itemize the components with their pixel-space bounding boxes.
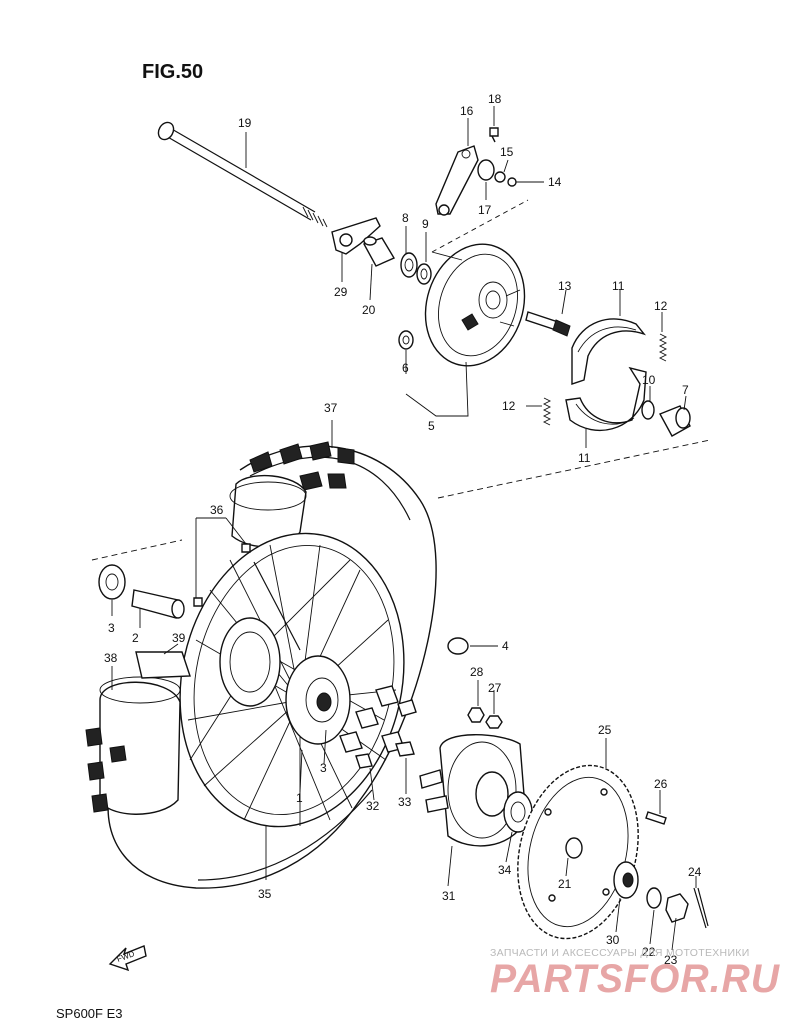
sprocket-drum (419, 734, 527, 847)
callout-12-left: 12 (502, 399, 516, 413)
callout-20: 20 (362, 303, 376, 317)
spacer (131, 589, 185, 619)
axle-washer (646, 887, 662, 909)
hub (219, 617, 351, 745)
callout-26: 26 (654, 777, 668, 791)
brake-panel (424, 243, 526, 367)
washer (507, 177, 517, 187)
watermark-tagline: ЗАПЧАСТИ И АКСЕССУАРЫ ДЛЯ МОТОТЕХНИКИ (490, 947, 750, 959)
washer (641, 400, 655, 420)
leader-lines (111, 106, 697, 951)
brake-cam-lever (435, 145, 479, 216)
callout-19: 19 (238, 116, 252, 130)
callout-39: 39 (172, 631, 186, 645)
rim-band-flap (135, 651, 191, 679)
axle-nut (665, 893, 689, 923)
callout-14: 14 (548, 175, 562, 189)
callout-12-right: 12 (654, 299, 668, 313)
axle (157, 121, 328, 228)
callout-29: 29 (334, 285, 348, 299)
callout-23: 23 (664, 953, 678, 967)
callout-7: 7 (682, 383, 689, 397)
model-label: SP600F E3 (56, 1006, 123, 1021)
callout-11-upper: 11 (612, 279, 625, 293)
callout-6: 6 (402, 361, 409, 375)
callout-31: 31 (442, 889, 456, 903)
callout-8: 8 (402, 211, 409, 225)
hub-dampers (339, 685, 417, 769)
chain-adjuster (331, 217, 381, 255)
callout-5: 5 (428, 419, 435, 433)
washer (485, 715, 503, 729)
callout-17: 17 (478, 203, 492, 217)
callout-labels: 19 18 16 15 14 17 8 9 29 20 13 11 12 10 … (104, 92, 702, 967)
callout-37: 37 (324, 401, 338, 415)
callout-38: 38 (104, 651, 118, 665)
callout-28: 28 (470, 665, 484, 679)
sprocket-bolt (645, 811, 667, 825)
watermark-logo: PARTSFOR.RU (490, 957, 780, 1001)
brake-cam (525, 311, 571, 337)
collar (398, 330, 414, 350)
callout-36: 36 (210, 503, 224, 517)
callout-3-left: 3 (108, 621, 115, 635)
callout-35: 35 (258, 887, 272, 901)
spoke-nipple (193, 597, 203, 607)
brake-shoe-lower (565, 366, 647, 432)
callout-21: 21 (558, 877, 572, 891)
brake-spring (658, 333, 668, 362)
callout-34: 34 (498, 863, 512, 877)
lock-washer (613, 861, 639, 899)
o-ring (494, 171, 506, 183)
tire-tube (85, 676, 181, 815)
nut (467, 707, 485, 723)
callout-13: 13 (558, 279, 572, 293)
rear-sprocket (517, 764, 639, 940)
callout-11-lower: 11 (578, 451, 591, 465)
spoke-nipple (241, 543, 251, 553)
callout-1: 1 (296, 791, 303, 805)
callout-24: 24 (688, 865, 702, 879)
callout-10: 10 (642, 373, 656, 387)
left-bearing (98, 564, 126, 600)
lever-bolt (489, 127, 499, 143)
callout-22: 22 (642, 945, 656, 959)
callout-3-center: 3 (320, 761, 327, 775)
callout-27: 27 (488, 681, 502, 695)
collar (659, 405, 691, 437)
callout-18: 18 (488, 92, 502, 106)
callout-16: 16 (460, 104, 474, 118)
brake-shoe-upper (571, 318, 647, 385)
cotter-pin (693, 887, 709, 929)
wear-indicator (477, 159, 495, 181)
callout-25: 25 (598, 723, 612, 737)
bearing (416, 263, 432, 285)
brake-spring (542, 397, 552, 426)
oil-seal (400, 252, 418, 278)
callout-9: 9 (422, 217, 429, 231)
cap (447, 637, 469, 655)
callout-15: 15 (500, 145, 514, 159)
callout-30: 30 (606, 933, 620, 947)
axle-spacer (362, 236, 396, 267)
callout-32: 32 (366, 799, 380, 813)
callout-2: 2 (132, 631, 139, 645)
callout-33: 33 (398, 795, 412, 809)
figure-title: FIG.50 (142, 61, 203, 83)
forward-arrow: FWD (108, 945, 147, 972)
callout-4: 4 (502, 639, 509, 653)
